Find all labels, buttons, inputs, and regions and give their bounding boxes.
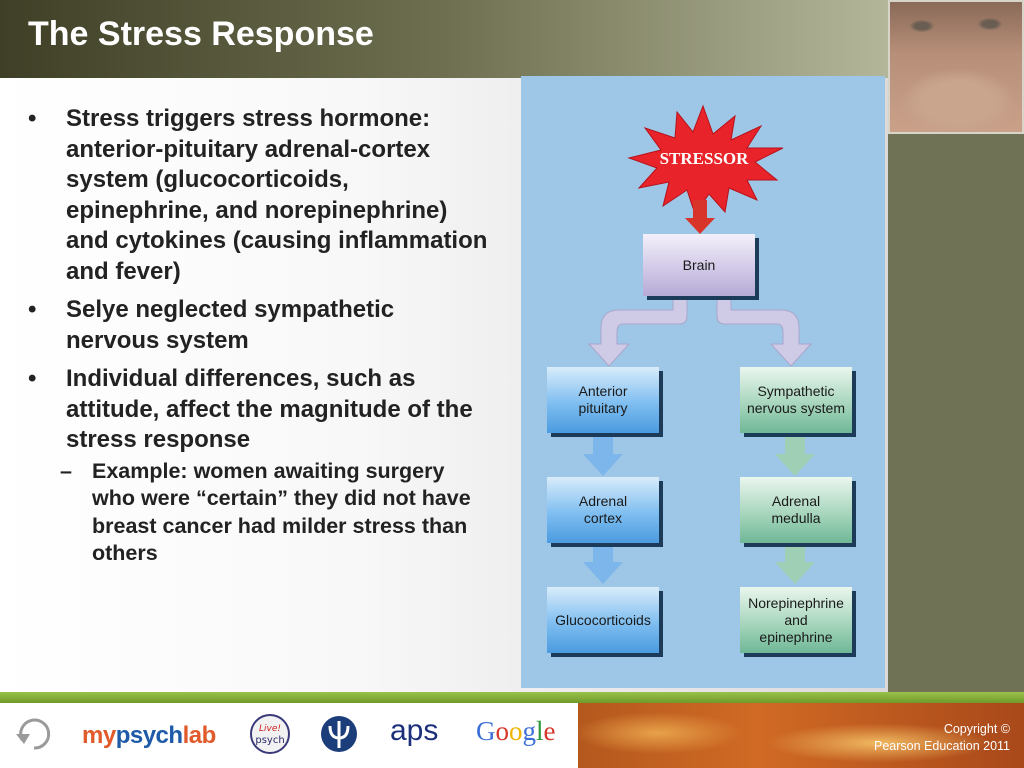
pituitary-to-cortex-arrow [583,436,623,476]
google-letter: o [495,716,510,746]
adrenal-medulla-label: Adrenal medulla [771,493,820,527]
brain-label: Brain [682,256,716,273]
sub-bullet-item: – Example: women awaiting surgery who we… [22,458,492,568]
box-line: Adrenal [771,493,821,509]
cortex-to-glucocorticoids-arrow [583,544,623,584]
sympathetic-nervous-system-box: Sympathetic nervous system [740,367,852,433]
slide-title: The Stress Response [28,15,374,53]
box-line: Sympathetic [757,383,835,399]
mypsychlab-logo[interactable]: mypsychlab [82,722,216,750]
sub-bullet-mark: – [60,458,72,483]
adrenal-medulla-box: Adrenal medulla [740,477,852,543]
glucocorticoids-label: Glucocorticoids [555,611,651,628]
bullet-mark: • [28,365,37,392]
aps-logo-text: aps [390,714,439,747]
bullet-text: Individual differences, such as attitude… [66,365,473,453]
bullet-item: • Stress triggers stress hormone: anteri… [22,104,492,287]
sympathetic-to-medulla-arrow [775,436,815,476]
bullet-mark: • [28,296,37,323]
google-letter: l [536,716,544,746]
adrenal-cortex-label: Adrenal cortex [579,493,627,527]
box-line: Adrenal [578,493,628,509]
google-logo[interactable]: Google [476,716,556,747]
box-line: nervous system [746,400,846,416]
back-arrow-icon[interactable] [12,712,56,756]
stressor-starburst [627,104,784,216]
green-divider-band [0,692,1024,703]
stressor-to-brain-arrow [685,200,715,234]
brain-box: Brain [643,234,755,296]
box-line: medulla [771,510,821,526]
sub-bullet-text: Example: women awaiting surgery who were… [92,458,471,566]
psi-seal-logo-icon[interactable] [318,712,360,756]
bullet-text: Stress triggers stress hormone: anterior… [66,105,488,285]
copyright-line: Copyright © [943,722,1010,736]
box-line: cortex [583,510,623,526]
aps-logo[interactable]: aps [390,714,438,748]
logo-text-my: my [82,722,116,749]
bullet-list: • Stress triggers stress hormone: anteri… [22,104,492,576]
bullet-item: • Selye neglected sympathetic nervous sy… [22,295,492,356]
google-letter: G [476,716,496,746]
title-bar: The Stress Response [0,0,888,78]
sympathetic-label: Sympathetic nervous system [747,383,845,417]
medulla-to-norepinephrine-arrow [775,544,815,584]
box-line: and [784,611,808,628]
anterior-pituitary-box: Anterior pituitary [547,367,659,433]
bullet-text: Selye neglected sympathetic nervous syst… [66,296,395,354]
norepinephrine-box: Norepinephrine and epinephrine [740,587,852,653]
google-letter: e [543,716,556,746]
bullet-item: • Individual differences, such as attitu… [22,364,492,568]
bullet-mark: • [28,105,37,132]
box-line: Anterior [578,383,628,399]
svg-text:psych: psych [255,735,284,746]
stressor-label: STRESSOR [660,149,750,168]
copyright-line: Pearson Education 2011 [874,739,1010,753]
google-letter: o [509,716,523,746]
logo-text-psych: psych [115,722,183,749]
brain-to-pituitary-arrow [587,297,688,367]
norepinephrine-label: Norepinephrine and epinephrine [748,595,844,646]
live-psych-logo-icon[interactable]: Live! psych [248,712,292,756]
glucocorticoids-box: Glucocorticoids [547,587,659,653]
box-line: epinephrine [759,628,833,645]
logo-text-lab: lab [182,722,217,749]
box-line: Norepinephrine [748,594,844,611]
copyright-notice: Copyright © Pearson Education 2011 [790,721,1010,755]
anterior-pituitary-label: Anterior pituitary [578,383,627,417]
diagram-arrows: STRESSOR [583,104,815,584]
worried-woman-photo [888,0,1024,134]
box-line: pituitary [578,400,628,416]
brain-to-sympathetic-arrow [716,297,813,367]
google-letter: g [522,716,537,746]
adrenal-cortex-box: Adrenal cortex [547,477,659,543]
footer-fire-graphic [578,703,1024,768]
svg-text:Live!: Live! [259,724,281,734]
